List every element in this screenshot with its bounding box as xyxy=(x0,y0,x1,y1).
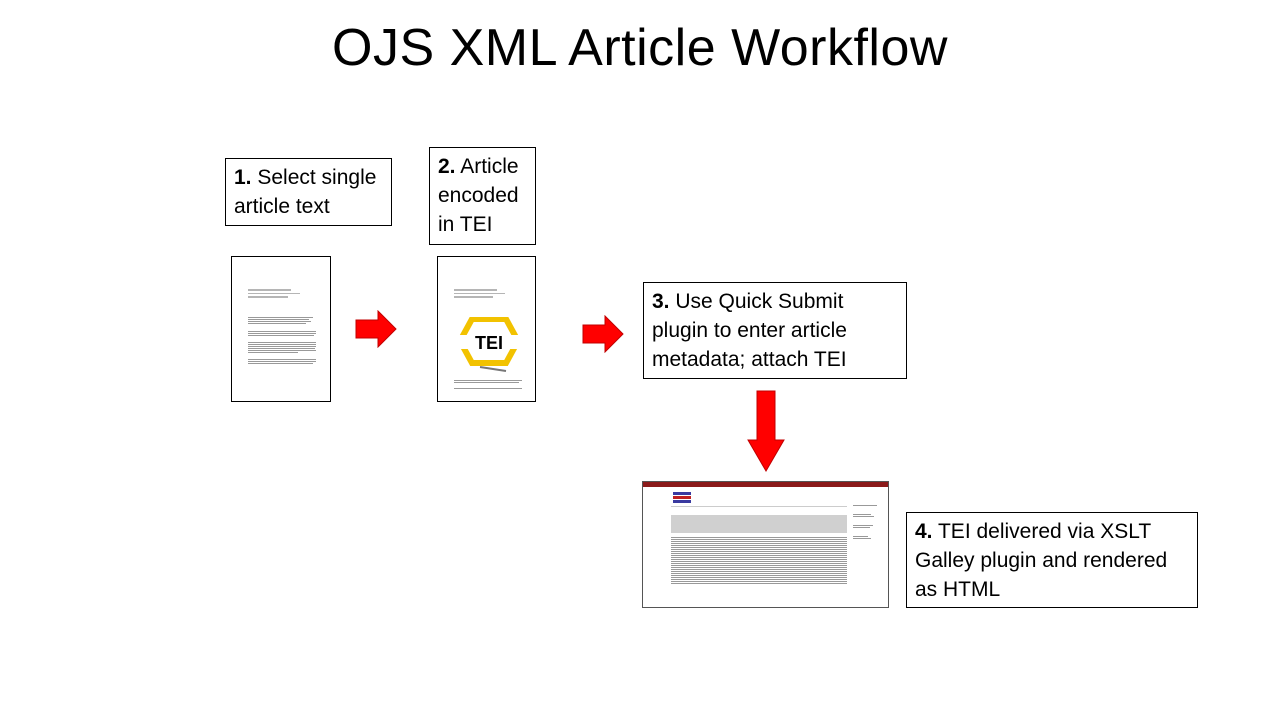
article-text-thumbnail xyxy=(231,256,331,402)
step-1-text: Select single article text xyxy=(234,166,377,218)
step-2-box: 2. Article encoded in TEI xyxy=(429,147,536,245)
step-2-number: 2. xyxy=(438,155,456,178)
step-4-number: 4. xyxy=(915,520,933,543)
arrow-right-icon xyxy=(582,315,624,353)
step-3-text: Use Quick Submit plugin to enter article… xyxy=(652,290,847,371)
tei-logo-icon: TEI xyxy=(458,317,520,372)
step-4-text: TEI delivered via XSLT Galley plugin and… xyxy=(915,520,1168,601)
step-1-number: 1. xyxy=(234,166,252,189)
tei-logo-text: TEI xyxy=(475,333,503,353)
step-1-box: 1. Select single article text xyxy=(225,158,392,226)
tei-encoded-thumbnail: TEI xyxy=(437,256,536,402)
arrow-right-icon xyxy=(355,310,397,348)
arrow-down-icon xyxy=(747,390,785,472)
step-3-box: 3. Use Quick Submit plugin to enter arti… xyxy=(643,282,907,379)
page-title: OJS XML Article Workflow xyxy=(332,19,948,77)
step-4-box: 4. TEI delivered via XSLT Galley plugin … xyxy=(906,512,1198,608)
step-2-text: Article encoded in TEI xyxy=(438,155,519,236)
rendered-html-thumbnail xyxy=(642,481,889,608)
step-3-number: 3. xyxy=(652,290,670,313)
